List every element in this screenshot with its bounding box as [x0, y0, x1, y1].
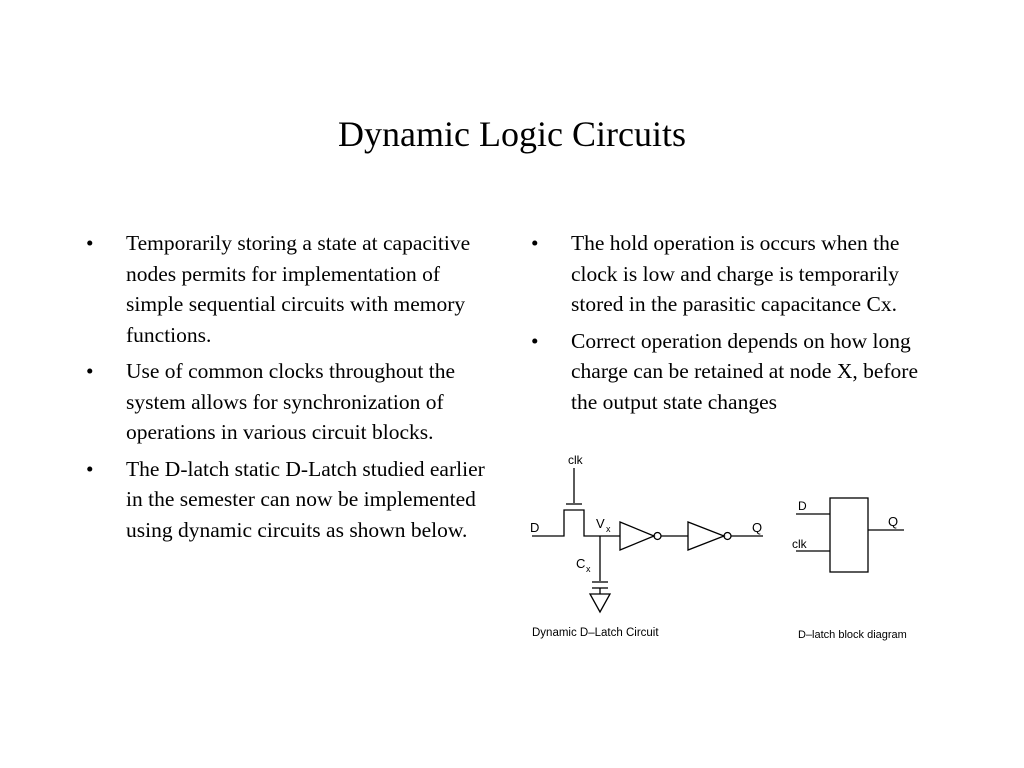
- block-q-label: Q: [888, 514, 898, 529]
- bullet-text: The D-latch static D-Latch studied earli…: [126, 456, 485, 542]
- cx-subscript: x: [586, 564, 591, 574]
- bullet-item: • Correct operation depends on how long c…: [527, 326, 947, 418]
- cx-label: C: [576, 556, 585, 571]
- left-column: • Temporarily storing a state at capaciti…: [82, 228, 490, 551]
- bullet-text: Use of common clocks throughout the syst…: [126, 359, 456, 444]
- left-bullet-list: • Temporarily storing a state at capaciti…: [82, 228, 490, 545]
- clk-label: clk: [568, 453, 584, 467]
- bullet-item: • The hold operation is occurs when the c…: [527, 228, 947, 320]
- bullet-item: • Temporarily storing a state at capaciti…: [82, 228, 490, 350]
- inverter-icon: [619, 521, 656, 551]
- bullet-item: • Use of common clocks throughout the sys…: [82, 356, 490, 448]
- vx-label: V: [596, 516, 605, 531]
- latch-block-diagram: [796, 497, 904, 573]
- latch-diagram: clk D V x C x Q Dynamic D–Latch Circuit …: [520, 448, 940, 653]
- latch-block: [829, 497, 869, 573]
- ground-icon: [588, 593, 612, 614]
- inverter-icon: [687, 521, 726, 551]
- pass-transistor: [532, 509, 620, 537]
- vx-subscript: x: [606, 524, 611, 534]
- latch-diagram-svg: clk D V x C x Q Dynamic D–Latch Circuit …: [530, 453, 907, 641]
- bullet-marker: •: [86, 456, 94, 481]
- d-input-label: D: [530, 520, 539, 535]
- bullet-marker: •: [86, 359, 94, 383]
- dynamic-latch-circuit: [532, 468, 763, 614]
- block-clk-label: clk: [792, 537, 808, 551]
- q-output-label: Q: [752, 520, 762, 535]
- circuit-caption: Dynamic D–Latch Circuit: [532, 627, 659, 639]
- slide-title: Dynamic Logic Circuits: [338, 114, 686, 154]
- bullet-text: Temporarily storing a state at capacitiv…: [126, 231, 471, 347]
- bullet-item: • The D-latch static D-Latch studied earl…: [82, 454, 490, 546]
- block-d-label: D: [798, 499, 807, 513]
- bullet-marker: •: [531, 328, 539, 353]
- right-bullet-list: • The hold operation is occurs when the c…: [527, 228, 947, 417]
- bullet-marker: •: [531, 231, 539, 255]
- bullet-text: Correct operation depends on how long ch…: [571, 328, 919, 414]
- bullet-marker: •: [86, 231, 94, 255]
- bullet-text: The hold operation is occurs when the cl…: [571, 231, 900, 316]
- block-caption: D–latch block diagram: [798, 629, 907, 641]
- right-column: • The hold operation is occurs when the c…: [527, 228, 947, 423]
